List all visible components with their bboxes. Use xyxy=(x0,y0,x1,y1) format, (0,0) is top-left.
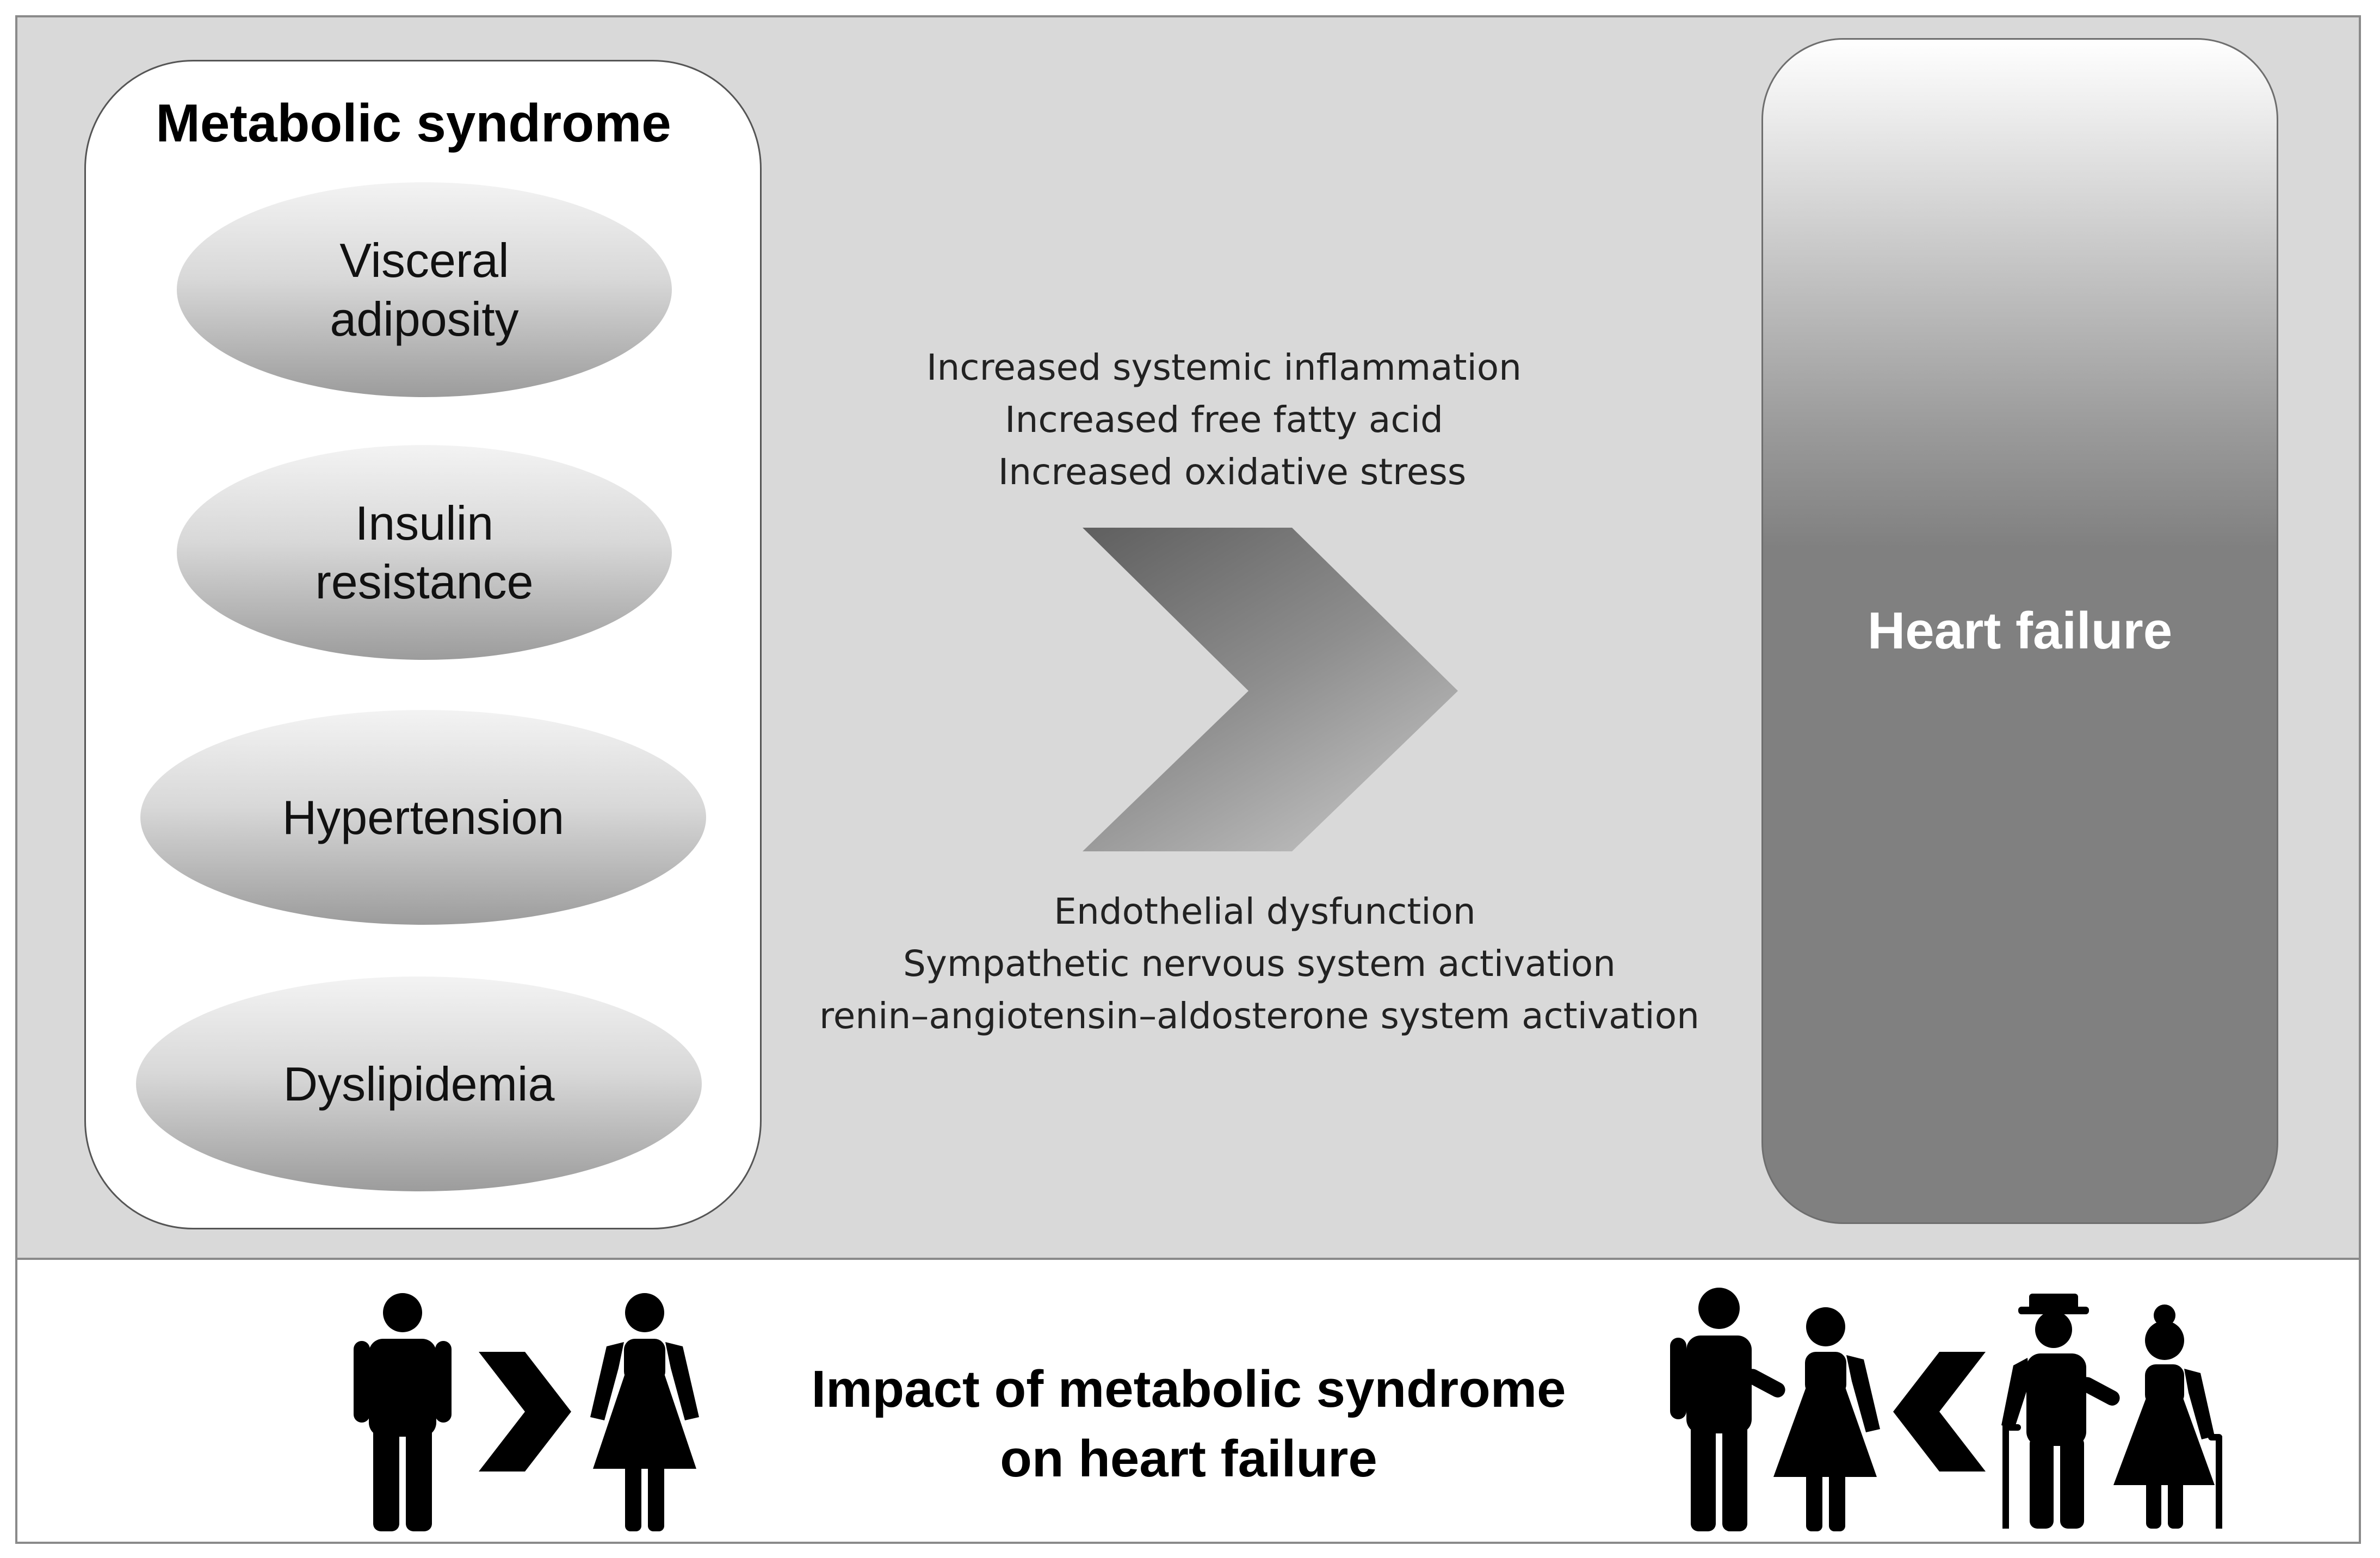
component-visceral-adiposity: Visceral adiposity xyxy=(177,182,672,397)
component-insulin-resistance: Insulin resistance xyxy=(177,445,672,660)
caption-line-2: on heart failure xyxy=(1000,1430,1377,1488)
component-label: Insulin resistance xyxy=(315,496,534,609)
mechanism-item: Increased systemic inflammation xyxy=(926,347,1522,388)
heart-failure-label: Heart failure xyxy=(1867,602,2173,660)
caption-line-1: Impact of metabolic syndrome xyxy=(811,1360,1566,1418)
chevron-right-icon xyxy=(479,1352,571,1472)
mechanisms-above-arrow: Increased systemic inflammation Increase… xyxy=(762,342,1686,498)
mechanism-item: Sympathetic nervous system activation xyxy=(902,943,1616,985)
component-label: Dyslipidemia xyxy=(283,1056,555,1111)
component-label: Hypertension xyxy=(282,790,565,844)
elderly-couple-with-canes-icon xyxy=(2001,1294,2222,1529)
woman-icon xyxy=(590,1293,699,1531)
component-label: Visceral adiposity xyxy=(330,233,519,346)
young-couple-icon xyxy=(1670,1288,1880,1531)
chevron-right-icon xyxy=(1083,528,1458,851)
component-dyslipidemia: Dyslipidemia xyxy=(136,976,702,1191)
caption-title: Impact of metabolic syndrome on heart fa… xyxy=(724,1355,1654,1494)
component-hypertension: Hypertension xyxy=(140,710,706,925)
metabolic-syndrome-title: Metabolic syndrome xyxy=(156,93,671,153)
mechanism-item: Increased oxidative stress xyxy=(998,451,1467,493)
mechanism-item: Increased free fatty acid xyxy=(1005,399,1443,441)
heart-failure-box xyxy=(1761,38,2278,1224)
mechanism-item: Endothelial dysfunction xyxy=(1054,891,1476,932)
mechanism-item: renin–angiotensin–aldosterone system act… xyxy=(819,995,1699,1037)
chevron-left-icon xyxy=(1893,1352,1986,1472)
mechanisms-below-arrow: Endothelial dysfunction Sympathetic nerv… xyxy=(762,886,1757,1042)
man-icon xyxy=(354,1293,452,1531)
